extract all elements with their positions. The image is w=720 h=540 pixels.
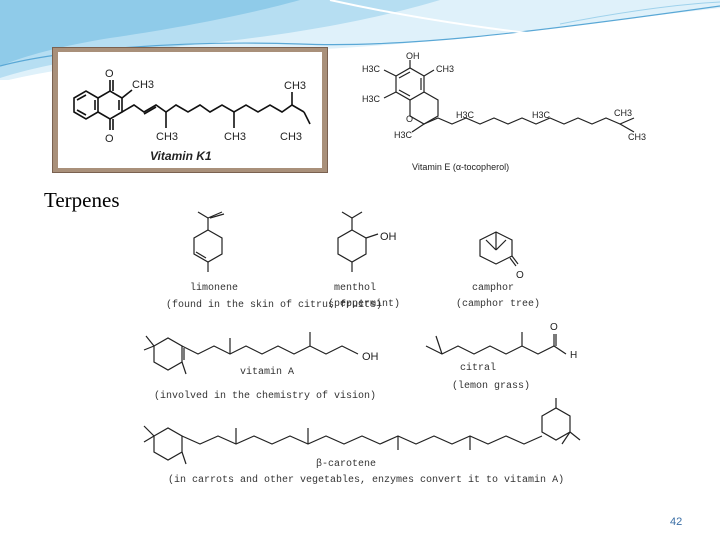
ve-ch3-end-label: CH3 [628, 132, 646, 142]
vitamin-a-note: (involved in the chemistry of vision) [154, 390, 376, 402]
vitamin-k1-image-frame: O O CH3 CH3 CH3 CH3 CH3 Vitamin K1 [52, 47, 328, 173]
ve-h3c-1-label: H3C [362, 64, 381, 74]
ve-ch3-1-label: CH3 [436, 64, 454, 74]
vitamin-a-oh-label: OH [362, 351, 379, 363]
vk-o-top-label: O [105, 68, 114, 80]
terpenes-diagram: limonene (found in the skin of citrus fr… [143, 211, 581, 486]
page-number: 42 [670, 516, 683, 528]
menthol-name: menthol [334, 282, 376, 294]
limonene-note: (found in the skin of citrus fruits) [166, 299, 382, 311]
citral-note: (lemon grass) [452, 380, 530, 392]
vitamin-e-structure: OH H3C CH3 H3C O H3C H3C H3C CH3 CH3 Vit… [362, 52, 646, 172]
menthol-oh-label: OH [380, 231, 397, 243]
ve-h3c-3-label: H3C [394, 130, 413, 140]
vitamin-k1-structure: O O CH3 CH3 CH3 CH3 CH3 Vitamin K1 [73, 68, 311, 163]
citral-name: citral [460, 362, 496, 374]
vk-ch3-1-label: CH3 [156, 131, 178, 143]
vk-o-bottom-label: O [105, 133, 114, 145]
vitamin-e-caption: Vitamin E (α-tocopherol) [412, 162, 509, 172]
citral-h-label: H [570, 350, 577, 361]
vk-ch3-ring-label: CH3 [132, 79, 154, 91]
vitamin-k1-image-panel: O O CH3 CH3 CH3 CH3 CH3 Vitamin K1 [58, 52, 322, 168]
citral-o-label: O [550, 322, 558, 333]
camphor-name: camphor [472, 282, 514, 294]
beta-carotene-name: β-carotene [316, 458, 376, 470]
vitamin-a-name: vitamin A [240, 366, 294, 378]
camphor-note: (camphor tree) [456, 298, 540, 310]
camphor-o-label: O [516, 270, 524, 281]
vk-ch3-2-label: CH3 [224, 131, 246, 143]
menthol-note: (peppermint) [328, 298, 400, 310]
ve-o-label: O [406, 114, 413, 124]
beta-carotene-note: (in carrots and other vegetables, enzyme… [168, 474, 564, 486]
limonene-name: limonene [190, 282, 238, 294]
ve-ch3-top-label: CH3 [614, 108, 632, 118]
vk-ch3-top-label: CH3 [284, 80, 306, 92]
slide-heading: Terpenes [44, 188, 120, 212]
ve-h3c-4-label: H3C [456, 110, 475, 120]
vk-ch3-3-label: CH3 [280, 131, 302, 143]
ve-h3c-5-label: H3C [532, 110, 551, 120]
ve-oh-label: OH [406, 52, 420, 61]
ve-h3c-2-label: H3C [362, 94, 381, 104]
header-swoosh-decoration [0, 0, 720, 80]
vitamin-k1-caption: Vitamin K1 [150, 149, 212, 163]
